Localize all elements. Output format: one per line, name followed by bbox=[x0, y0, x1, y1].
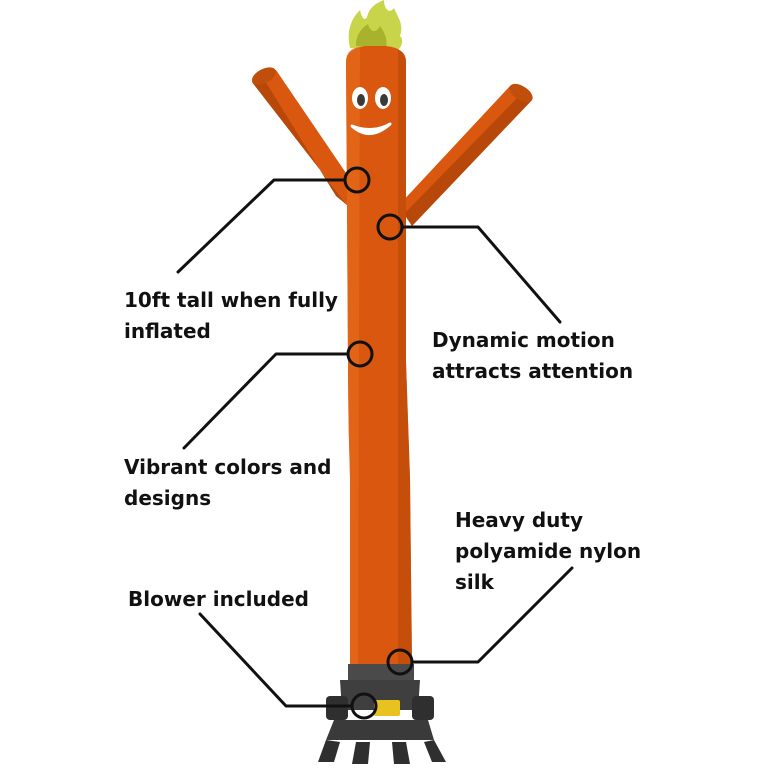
leader-line-tall bbox=[176, 178, 347, 274]
callout-height-line-2: inflated bbox=[124, 319, 211, 343]
callout-blower-line-1: Blower included bbox=[128, 587, 309, 611]
blower-base bbox=[318, 664, 446, 764]
callout-blower: Blower included bbox=[128, 584, 309, 615]
callout-colors-line-1: Vibrant colors and bbox=[124, 455, 332, 479]
callout-colors-line-2: designs bbox=[124, 486, 212, 510]
top-flame bbox=[348, 0, 403, 50]
callout-motion-line-1: Dynamic motion bbox=[432, 328, 615, 352]
callout-nylon-line-3: silk bbox=[455, 570, 494, 594]
callout-height-line-1: 10ft tall when fully bbox=[124, 288, 338, 312]
leader-line-nylon bbox=[410, 566, 574, 664]
marker-colors bbox=[346, 340, 374, 368]
marker-motion bbox=[376, 213, 404, 241]
leader-line-colors bbox=[182, 352, 350, 450]
callout-nylon-line-2: polyamide nylon bbox=[455, 539, 642, 563]
callout-nylon: Heavy duty polyamide nylon silk bbox=[455, 505, 641, 598]
callout-motion: Dynamic motion attracts attention bbox=[432, 325, 633, 387]
left-arm bbox=[251, 67, 348, 206]
marker-nylon bbox=[386, 648, 414, 676]
smiley-face bbox=[350, 87, 392, 135]
marker-tall bbox=[343, 166, 371, 194]
callout-motion-line-2: attracts attention bbox=[432, 359, 634, 383]
callout-colors: Vibrant colors and designs bbox=[124, 452, 331, 514]
callout-nylon-line-1: Heavy duty bbox=[455, 508, 583, 532]
right-arm bbox=[400, 83, 533, 226]
callout-height: 10ft tall when fully inflated bbox=[124, 285, 338, 347]
leader-line-motion bbox=[400, 225, 562, 324]
tube-body bbox=[346, 46, 412, 664]
marker-blower bbox=[350, 692, 378, 720]
leader-line-blower bbox=[198, 612, 354, 708]
